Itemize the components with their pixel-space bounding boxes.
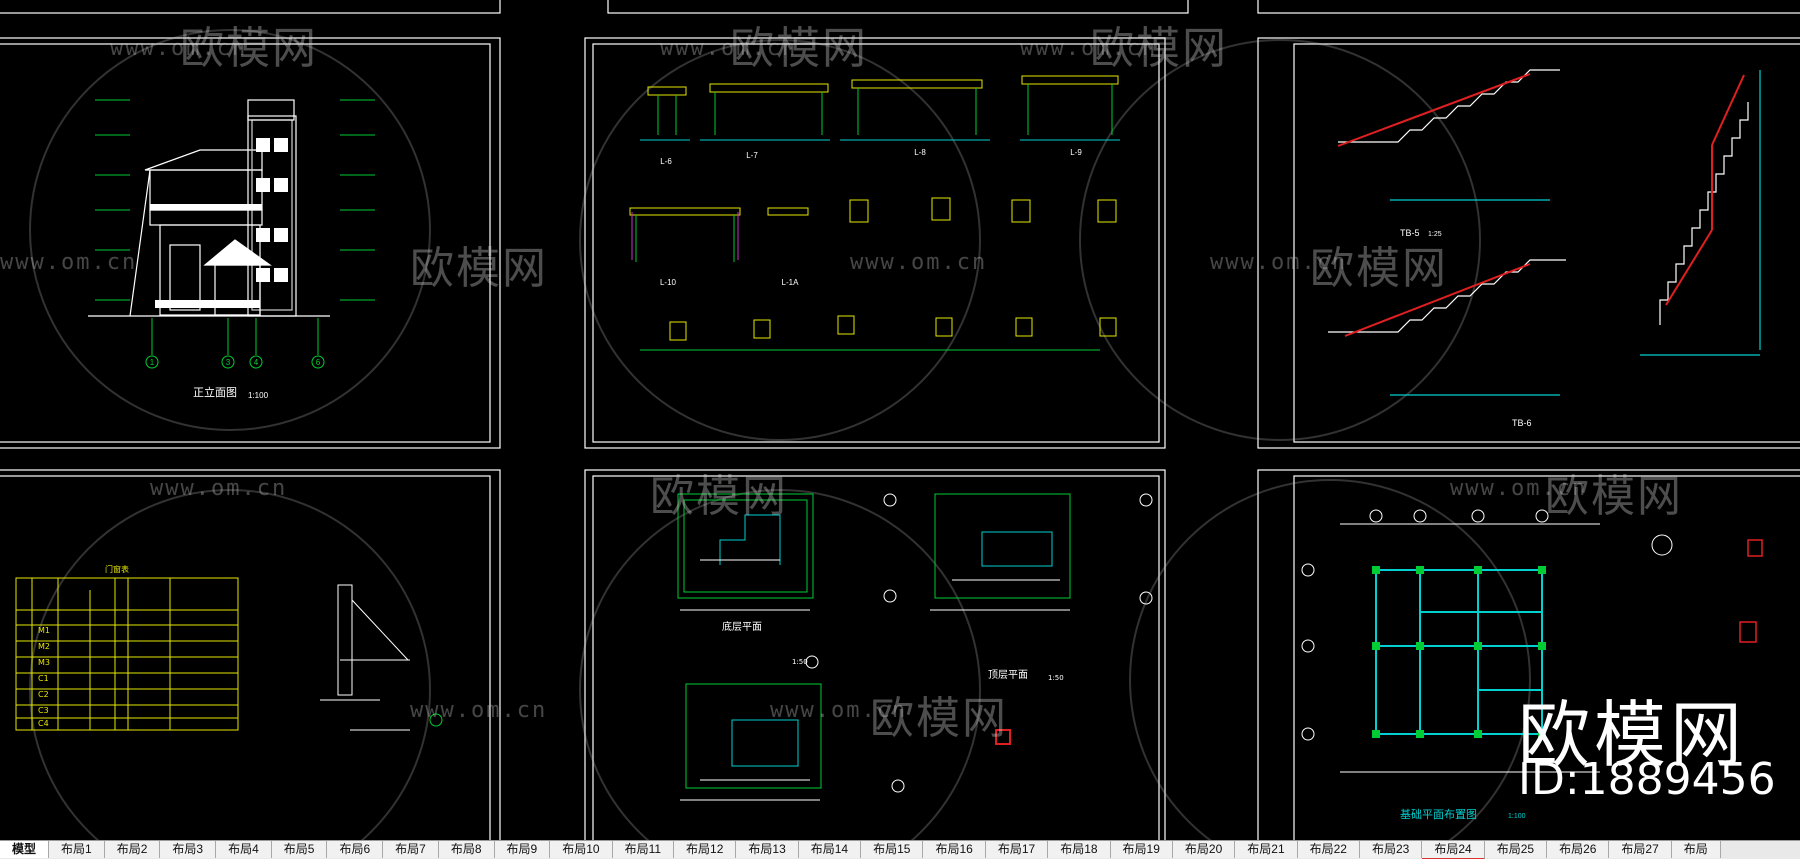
- svg-text:1:50: 1:50: [1048, 674, 1064, 682]
- tab-layout[interactable]: 布局19: [1110, 841, 1173, 858]
- tab-layout[interactable]: 布局7: [383, 841, 439, 858]
- watermark-url: www.om.cn: [1020, 36, 1158, 61]
- watermark-brand: 欧模网: [1310, 243, 1448, 294]
- tab-layout[interactable]: 布局12: [674, 841, 737, 858]
- tab-layout[interactable]: 布局16: [923, 841, 986, 858]
- watermark-url: www.om.cn: [0, 250, 138, 275]
- tab-layout[interactable]: 布局22: [1297, 841, 1360, 858]
- beam-label-l8: L-8: [914, 148, 926, 157]
- watermark-brand: 欧模网: [410, 243, 548, 294]
- svg-text:M2: M2: [38, 642, 50, 651]
- beam-label-l7: L-7: [746, 151, 758, 160]
- watermark-url: www.om.cn: [770, 698, 908, 723]
- beam-label-l9: L-9: [1070, 148, 1082, 157]
- tab-layout[interactable]: 布局25: [1484, 841, 1548, 858]
- elevation-drawing: 1 3 4 6 正立面图 1:100: [88, 99, 375, 400]
- tab-layout[interactable]: 布局26: [1547, 841, 1610, 858]
- watermark-brand: 欧模网: [730, 23, 868, 74]
- tab-layout[interactable]: 布局14: [798, 841, 862, 858]
- tab-layout[interactable]: 布局21: [1235, 841, 1298, 858]
- svg-text:M3: M3: [38, 658, 50, 667]
- sheet-frame-top-2: [607, 0, 1189, 14]
- watermark-url: www.om.cn: [110, 36, 248, 61]
- stair-plan-drawing: 底层平面 顶层平面 1:50 1:50: [677, 493, 1153, 801]
- axis-label-6: 6: [316, 358, 321, 367]
- tab-model[interactable]: 模型: [0, 841, 50, 858]
- watermark-brand: 欧模网: [1090, 23, 1228, 74]
- sheet-frame-e: [584, 469, 1166, 840]
- watermark-url: www.om.cn: [660, 36, 798, 61]
- brand-logo-text: 欧模网: [1518, 693, 1747, 777]
- watermark-brand: 欧模网: [180, 23, 318, 74]
- tab-layout[interactable]: 布局15: [861, 841, 924, 858]
- svg-text:1:100: 1:100: [1508, 813, 1526, 820]
- elevation-scale: 1:100: [248, 391, 269, 400]
- tab-layout[interactable]: 布局27: [1609, 841, 1672, 858]
- tab-layout[interactable]: 布局2: [104, 841, 161, 858]
- tab-layout[interactable]: 布局23: [1359, 841, 1423, 858]
- stair-plan-ground-title: 底层平面: [722, 620, 762, 633]
- watermark-url: www.om.cn: [1210, 250, 1348, 275]
- eave-detail: [320, 584, 443, 731]
- axis-label-4: 4: [254, 358, 259, 367]
- tab-layout[interactable]: 布局: [1671, 841, 1721, 858]
- stair-plan-top-title: 顶层平面: [988, 669, 1028, 681]
- watermark-url: www.om.cn: [150, 476, 288, 501]
- axis-label-1: 1: [150, 358, 155, 367]
- tab-layout[interactable]: 布局11: [612, 841, 675, 858]
- sheet-frame-top-1: [0, 0, 501, 14]
- tab-layout[interactable]: 布局1: [49, 841, 105, 858]
- svg-text:1:50: 1:50: [792, 658, 808, 666]
- brand-id-label: ID:1889456: [1518, 754, 1776, 805]
- sheet-frame-d: [0, 469, 501, 840]
- svg-text:1:25: 1:25: [1428, 231, 1442, 238]
- tab-layout[interactable]: 布局13: [736, 841, 799, 858]
- svg-text:C3: C3: [38, 706, 49, 715]
- tab-layout[interactable]: 布局6: [327, 841, 384, 858]
- watermark-brand: 欧模网: [1545, 471, 1683, 522]
- beam-detail-drawing: L-6 L-7 L-8 L-9 L-10 L-1A: [629, 75, 1120, 351]
- stair-label-tb5: TB-5: [1400, 228, 1420, 238]
- sheet-frames: [0, 0, 1800, 840]
- watermark-url: www.om.cn: [1450, 476, 1588, 501]
- svg-text:C1: C1: [38, 674, 49, 683]
- foundation-title: 基础平面布置图: [1400, 808, 1477, 821]
- tab-layout[interactable]: 布局8: [438, 841, 495, 858]
- watermark-url: www.om.cn: [850, 250, 988, 275]
- beam-label-l1a: L-1A: [782, 278, 800, 287]
- tab-layout[interactable]: 布局17: [985, 841, 1049, 858]
- cad-model-space[interactable]: 1 3 4 6 正立面图 1:100: [0, 0, 1800, 840]
- sheet-frame-b: [584, 37, 1166, 449]
- tab-layout[interactable]: 布局20: [1172, 841, 1236, 858]
- svg-text:C2: C2: [38, 690, 49, 699]
- tab-layout[interactable]: 布局4: [216, 841, 272, 858]
- door-table-header: 门窗表: [105, 564, 129, 574]
- stair-section-drawing: TB-5 TB-6 1:25: [1328, 69, 1761, 428]
- tab-layout[interactable]: 布局10: [550, 841, 613, 858]
- tab-layout[interactable]: 布局5: [271, 841, 328, 858]
- svg-text:M1: M1: [38, 626, 50, 635]
- door-window-table: [15, 577, 239, 731]
- axis-label-3: 3: [226, 358, 231, 367]
- beam-label-l10: L-10: [660, 278, 677, 287]
- foundation-plan-drawing: 基础平面布置图 1:100: [1301, 509, 1763, 821]
- sheet-frame-a: [0, 37, 501, 449]
- watermark-url: www.om.cn: [410, 698, 548, 723]
- elevation-title: 正立面图: [193, 385, 237, 399]
- tab-layout[interactable]: 布局9: [494, 841, 551, 858]
- tab-layout[interactable]: 布局18: [1048, 841, 1111, 858]
- sheet-frame-f: [1257, 469, 1800, 840]
- sheet-frame-top-3: [1257, 0, 1800, 14]
- cad-drawing-layer: 1 3 4 6 正立面图 1:100: [0, 0, 1800, 840]
- tab-layout[interactable]: 布局3: [160, 841, 217, 858]
- tab-layout[interactable]: 布局24: [1422, 841, 1485, 859]
- watermark-brand: 欧模网: [650, 471, 788, 522]
- stair-label-tb6: TB-6: [1512, 418, 1532, 428]
- sheet-frame-c: [1257, 37, 1800, 449]
- beam-label-l6: L-6: [660, 157, 672, 166]
- svg-text:C4: C4: [38, 719, 49, 728]
- watermark-brand: 欧模网: [870, 693, 1008, 744]
